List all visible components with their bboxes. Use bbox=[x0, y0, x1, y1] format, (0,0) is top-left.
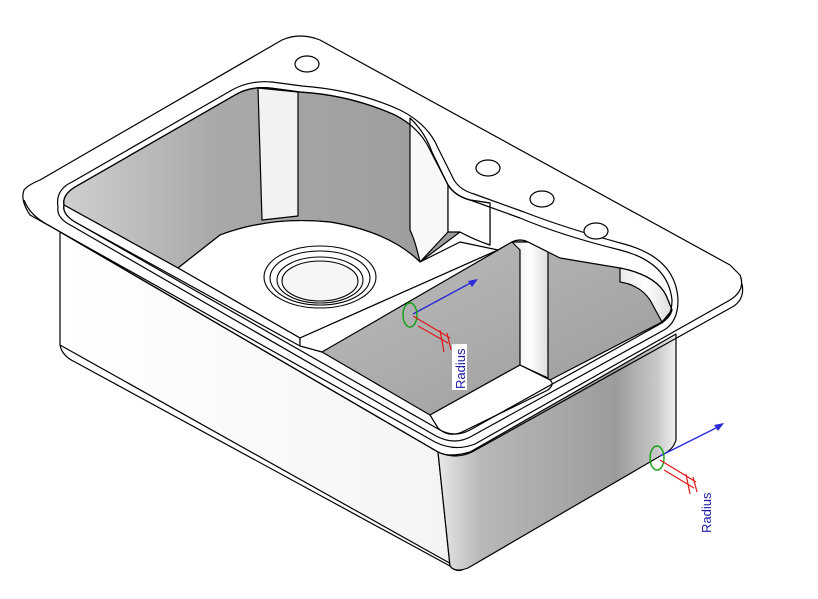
dimension-tick-b bbox=[446, 332, 452, 351]
radius-label-box bbox=[452, 344, 467, 390]
drain-ring-2 bbox=[269, 250, 371, 306]
dimension-tick-b bbox=[692, 476, 698, 493]
dimension-tick-a bbox=[439, 329, 445, 353]
triad-x-arrowhead-icon bbox=[714, 423, 724, 431]
right-basin-side-wall bbox=[511, 241, 549, 379]
drain bbox=[263, 245, 377, 309]
radius-label-inner: Radius bbox=[453, 348, 468, 389]
radius-label-outer: Radius bbox=[699, 492, 714, 533]
triad-x-axis-icon bbox=[412, 279, 477, 315]
faucet-hole-2 bbox=[475, 159, 501, 177]
drain-ring-4 bbox=[281, 260, 359, 302]
sink-body bbox=[59, 231, 677, 572]
faucet-holes bbox=[294, 55, 609, 240]
basin-rim-outer bbox=[56, 81, 679, 442]
radius-annotation-outer[interactable]: Radius bbox=[649, 423, 724, 533]
triad-y-axis-icon bbox=[412, 315, 451, 339]
triad-x-axis-icon bbox=[659, 424, 723, 457]
faucet-hole-3 bbox=[529, 190, 555, 208]
faucet-hole-4 bbox=[583, 222, 609, 240]
dimension-tick-a bbox=[685, 473, 691, 495]
right-face bbox=[437, 333, 677, 571]
dimension-line-a bbox=[417, 325, 449, 344]
basin-openings bbox=[56, 81, 679, 442]
basin-rim-inner bbox=[63, 87, 673, 435]
triad-y-axis-icon bbox=[659, 459, 697, 483]
triad-x-arrowhead-icon bbox=[468, 279, 478, 287]
faucet-hole-1 bbox=[294, 55, 320, 73]
radius-circle-icon bbox=[402, 302, 418, 328]
drain-ring-3 bbox=[276, 256, 364, 304]
radius-circle-icon bbox=[649, 445, 665, 471]
radius-annotation-inner[interactable]: Radius bbox=[402, 279, 478, 390]
front-bottom-edge bbox=[59, 344, 451, 567]
right-basin-end-wall bbox=[619, 267, 673, 323]
left-basin-wall-strip-a bbox=[257, 87, 299, 221]
deck-edge-lower bbox=[23, 199, 744, 457]
dimension-line-a bbox=[663, 469, 695, 489]
